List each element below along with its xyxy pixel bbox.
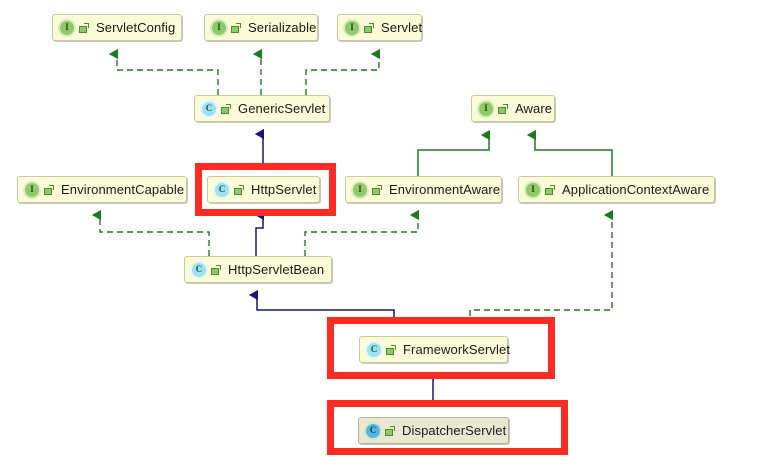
lock-body [545,187,553,195]
lock-icon [371,182,384,198]
lock-shackle [84,22,89,28]
type-glyph: C [366,423,380,438]
class-node-label: DispatcherServlet [402,423,507,438]
class-node-label: HttpServletBean [228,262,325,277]
class-node-frameworkservlet[interactable]: C FrameworkServlet [359,336,511,363]
lock-body [231,25,239,33]
interface-icon: I [478,101,494,117]
lock-icon [497,101,510,117]
lock-icon [230,20,243,36]
lock-shackle [391,344,396,350]
class-node-environmentaware[interactable]: I EnvironmentAware [345,176,502,203]
type-glyph: I [526,182,540,197]
lock-icon [544,182,557,198]
class-icon: C [366,342,382,358]
lock-icon [43,182,56,198]
lock-body [498,106,506,114]
lock-icon [384,423,397,439]
class-node-httpservletbean[interactable]: C HttpServletBean [184,256,332,283]
class-icon: C [191,262,207,278]
lock-body [221,106,229,114]
edge-genericservlet-servlet [305,48,381,95]
lock-shackle [236,22,241,28]
lock-body [79,25,87,33]
lock-body [364,25,372,33]
lock-icon [385,342,398,358]
type-glyph: C [215,182,229,197]
lock-body [44,187,52,195]
class-node-label: EnvironmentAware [389,182,501,197]
edge-frameworkservlet-httpservletbean [248,289,395,336]
lock-body [386,347,394,355]
class-node-label: FrameworkServlet [403,342,511,357]
type-glyph: I [353,182,367,197]
lock-shackle [390,425,395,431]
lock-shackle [216,264,221,270]
class-node-label: Aware [515,101,553,116]
class-node-label: Serializable [248,20,317,35]
lock-shackle [550,184,555,190]
class-node-aware[interactable]: I Aware [471,95,555,122]
type-glyph: I [212,20,226,35]
type-glyph: I [345,20,359,35]
lock-shackle [49,184,54,190]
edge-httpservletbean-environmentaware [304,209,420,256]
type-glyph: C [202,101,216,116]
lock-icon [78,20,91,36]
lock-body [211,267,219,275]
class-icon: C [365,423,381,439]
edge-httpservletbean-environmentcapable [91,209,210,256]
lock-body [234,187,242,195]
class-icon: C [201,101,217,117]
lock-body [372,187,380,195]
type-glyph: I [25,182,39,197]
lock-icon [220,101,233,117]
type-glyph: I [479,101,493,116]
class-node-servlet[interactable]: I Servlet [337,14,422,41]
edge-frameworkservlet-applicationcontextaware [469,209,614,336]
class-node-dispatcherservlet[interactable]: C DispatcherServlet [358,417,509,444]
class-node-label: HttpServlet [251,182,317,197]
edge-environmentaware-aware [417,129,491,176]
class-node-applicationcontextaware[interactable]: I ApplicationContextAware [518,176,715,203]
class-node-label: Servlet [381,20,423,35]
class-node-label: GenericServlet [238,101,326,116]
class-node-environmentcapable[interactable]: I EnvironmentCapable [17,176,187,203]
type-glyph: C [192,262,206,277]
lock-icon [233,182,246,198]
class-icon: C [214,182,230,198]
interface-icon: I [525,182,541,198]
edge-httpservletbean-httpservlet [254,209,265,256]
interface-icon: I [344,20,360,36]
class-node-servletconfig[interactable]: I ServletConfig [52,14,182,41]
lock-shackle [369,22,374,28]
class-node-httpservlet[interactable]: C HttpServlet [207,176,320,203]
lock-body [385,428,393,436]
edge-applicationcontextaware-aware [526,129,613,176]
interface-icon: I [211,20,227,36]
type-glyph: I [60,20,74,35]
interface-icon: I [352,182,368,198]
interface-icon: I [59,20,75,36]
lock-icon [363,20,376,36]
class-node-serializable[interactable]: I Serializable [204,14,318,41]
class-node-label: ServletConfig [96,20,176,35]
lock-shackle [239,184,244,190]
type-glyph: C [367,342,381,357]
class-node-label: ApplicationContextAware [562,182,710,197]
lock-shackle [503,103,508,109]
interface-icon: I [24,182,40,198]
lock-icon [210,262,223,278]
lock-shackle [226,103,231,109]
lock-shackle [377,184,382,190]
class-node-label: EnvironmentCapable [61,182,185,197]
class-node-genericservlet[interactable]: C GenericServlet [194,95,330,122]
edge-genericservlet-servletconfig [108,48,219,95]
